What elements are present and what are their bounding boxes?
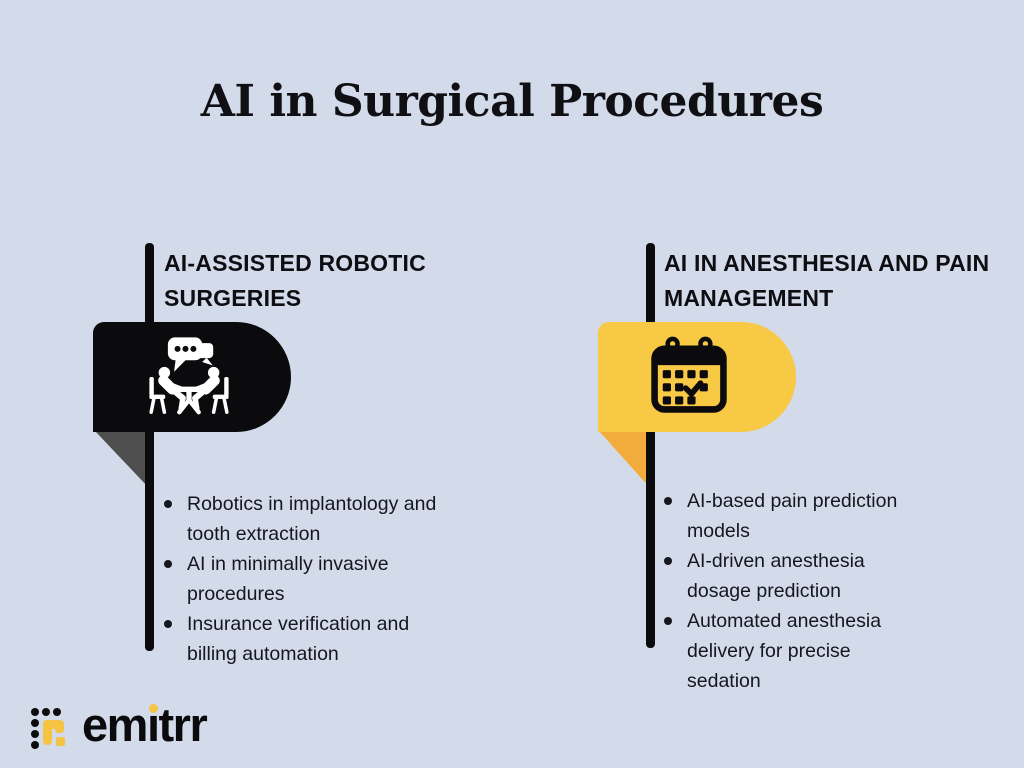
right-speech-tail xyxy=(599,431,651,489)
wordmark-post-i: trr xyxy=(158,698,208,751)
list-item-text: AI-driven anesthesia dosage prediction xyxy=(687,550,865,602)
left-column-heading: AI-ASSISTED ROBOTIC SURGERIES xyxy=(164,250,426,311)
wordmark-i-dot xyxy=(148,704,158,713)
calendar-check-icon xyxy=(651,336,727,413)
bullet-dot xyxy=(664,497,672,505)
list-item: Automated anesthesia delivery for precis… xyxy=(660,606,965,696)
right-bullet-list: AI-based pain prediction models AI-drive… xyxy=(660,486,965,696)
bullet-dot xyxy=(164,500,172,508)
left-bullet-list: Robotics in implantology and tooth extra… xyxy=(160,489,505,669)
wordmark-pre-i: em xyxy=(82,698,148,751)
left-icon-badge xyxy=(93,322,291,432)
meeting-discussion-icon xyxy=(149,337,229,415)
list-item: Robotics in implantology and tooth extra… xyxy=(160,489,505,549)
list-item-text: Robotics in implantology and tooth extra… xyxy=(187,493,437,545)
left-speech-tail xyxy=(95,431,149,488)
list-item-text: Automated anesthesia delivery for precis… xyxy=(687,610,882,692)
right-accent-line xyxy=(646,243,655,648)
right-column-heading: AI IN ANESTHESIA AND PAIN MANAGEMENT xyxy=(664,250,990,311)
bullet-dot xyxy=(664,617,672,625)
list-item: AI-driven anesthesia dosage prediction xyxy=(660,546,965,606)
right-icon-badge xyxy=(598,322,796,432)
emitrr-logo-icon xyxy=(31,708,65,749)
list-item-text: Insurance verification and billing autom… xyxy=(187,613,410,665)
bullet-dot xyxy=(164,560,172,568)
page-title: AI in Surgical Procedures xyxy=(200,76,824,127)
list-item-text: AI in minimally invasive procedures xyxy=(187,553,389,605)
bullet-dot xyxy=(164,620,172,628)
list-item: AI-based pain prediction models xyxy=(660,486,965,546)
list-item-text: AI-based pain prediction models xyxy=(687,490,898,542)
left-accent-line xyxy=(145,243,154,651)
list-item: Insurance verification and billing autom… xyxy=(160,609,505,669)
wordmark-i: ı xyxy=(146,698,160,751)
bullet-dot xyxy=(664,557,672,565)
list-item: AI in minimally invasive procedures xyxy=(160,549,505,609)
